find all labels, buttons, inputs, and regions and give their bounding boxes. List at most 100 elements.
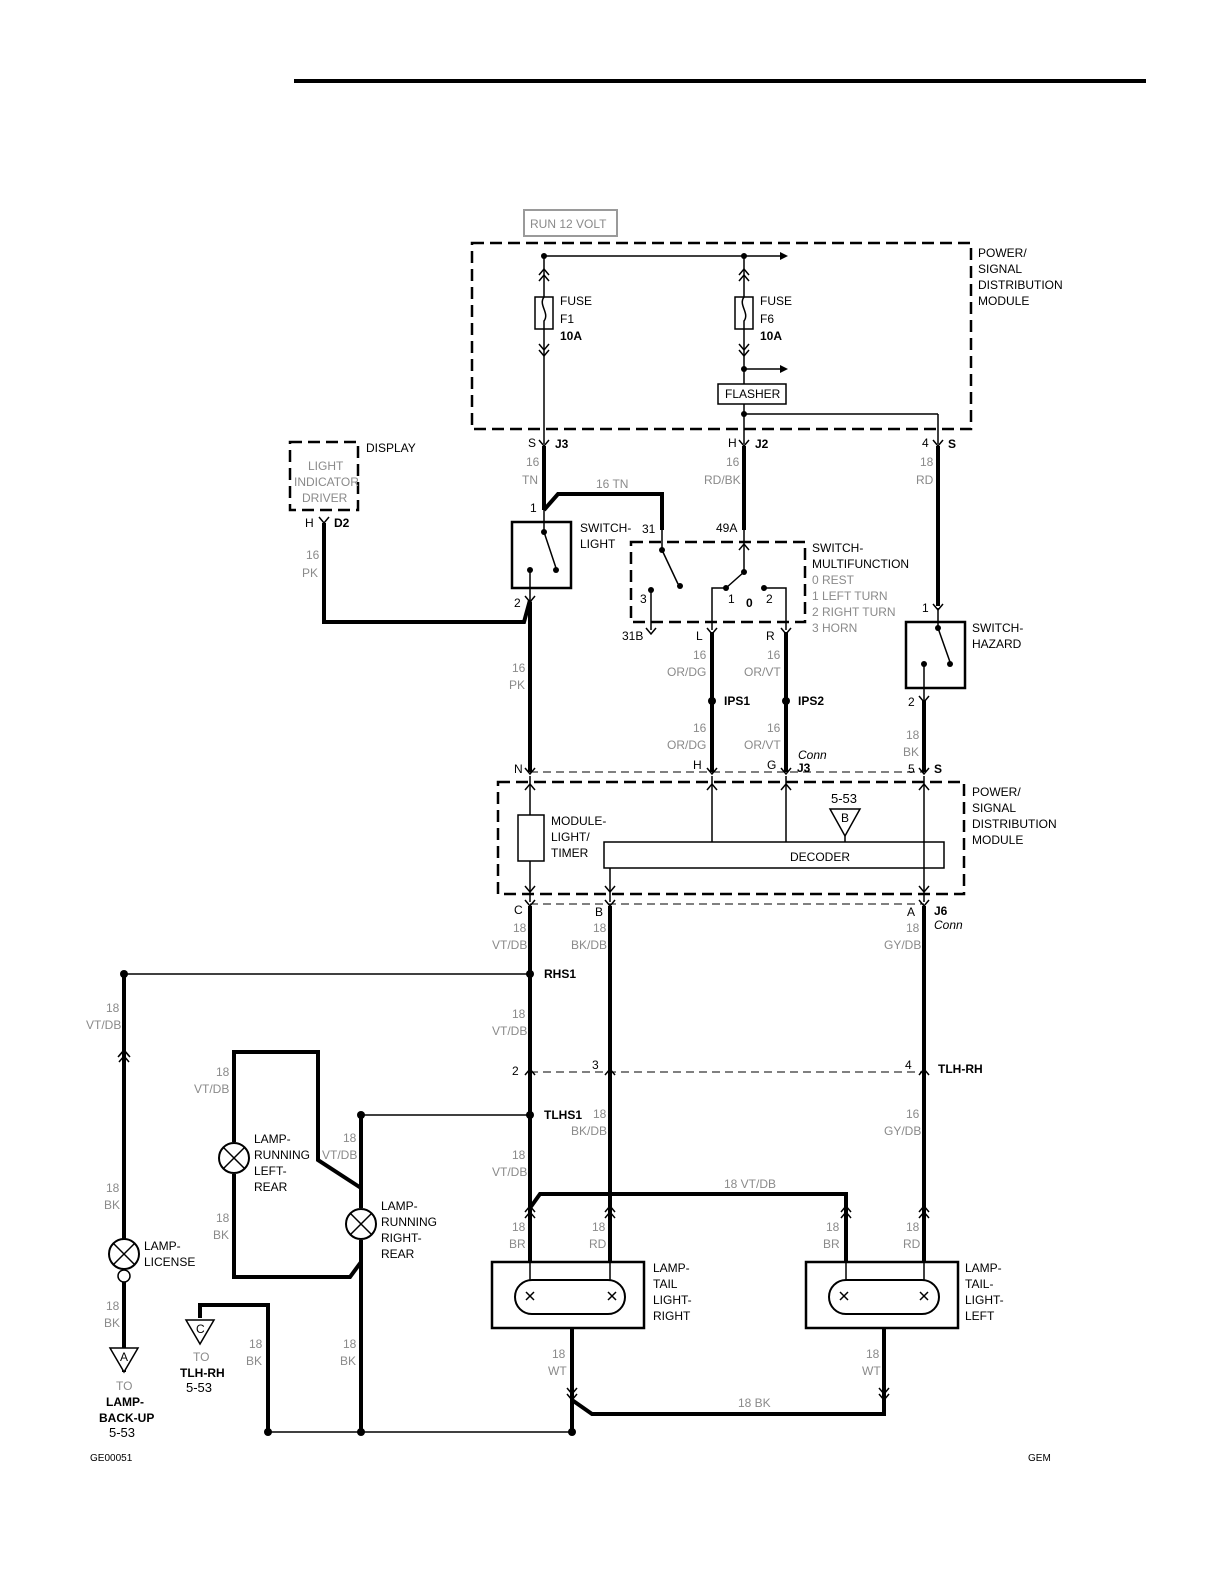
svg-text:LEFT: LEFT (965, 1309, 995, 1323)
connector-j2: J2 (755, 437, 769, 451)
svg-text:LICENSE: LICENSE (144, 1255, 195, 1269)
chevron-up-icon (780, 782, 792, 791)
chevron-up-icon (738, 267, 750, 282)
chevron-up-icon (706, 782, 718, 791)
svg-text:3: 3 (592, 1058, 599, 1072)
svg-text:BK: BK (246, 1354, 262, 1368)
svg-text:18: 18 (343, 1131, 357, 1145)
svg-text:SWITCH-: SWITCH- (972, 621, 1023, 635)
svg-text:LAMP-: LAMP- (106, 1395, 144, 1409)
svg-text:18 BK: 18 BK (738, 1396, 771, 1410)
svg-text:LIGHT-: LIGHT- (653, 1293, 692, 1307)
chevron-down-icon (538, 343, 550, 358)
svg-text:WT: WT (548, 1364, 567, 1378)
svg-text:10A: 10A (560, 329, 582, 343)
chevron-down-icon (604, 885, 616, 894)
svg-text:18: 18 (106, 1001, 120, 1015)
svg-text:VT/DB: VT/DB (492, 938, 527, 952)
switch-hazard (904, 620, 967, 690)
psdm-top-label-1: POWER/ (978, 246, 1027, 260)
figure-code: GE00051 (90, 1453, 133, 1464)
svg-text:L: L (696, 629, 703, 643)
svg-text:RIGHT-: RIGHT- (381, 1231, 422, 1245)
svg-text:18: 18 (593, 1107, 607, 1121)
psdm-top-label-4: MODULE (978, 294, 1029, 308)
svg-text:18: 18 (216, 1065, 230, 1079)
svg-text:3 HORN: 3 HORN (812, 621, 857, 635)
svg-text:RUNNING: RUNNING (381, 1215, 437, 1229)
tail-light-right-bulb (514, 1279, 626, 1315)
svg-text:B: B (595, 905, 603, 919)
svg-text:16: 16 (767, 648, 781, 662)
svg-text:WT: WT (862, 1364, 881, 1378)
chevron-down-icon (645, 627, 657, 636)
svg-text:BR: BR (509, 1237, 526, 1251)
svg-text:BK: BK (903, 745, 919, 759)
bulb-icon (222, 1146, 246, 1170)
svg-text:16: 16 (526, 455, 540, 469)
chevron-up-icon (524, 782, 536, 791)
svg-text:IPS1: IPS1 (724, 694, 750, 708)
svg-text:S: S (528, 436, 536, 450)
run-12-volt-label: RUN 12 VOLT (530, 217, 607, 231)
chevron-down-icon (738, 343, 750, 358)
bulb-icon (112, 1242, 136, 1266)
svg-text:18 VT/DB: 18 VT/DB (724, 1177, 776, 1191)
svg-text:1 LEFT TURN: 1 LEFT TURN (812, 589, 888, 603)
svg-text:1: 1 (922, 601, 929, 615)
svg-text:18: 18 (866, 1347, 880, 1361)
svg-text:49A: 49A (716, 521, 737, 535)
svg-text:18: 18 (906, 921, 920, 935)
svg-text:TIMER: TIMER (551, 846, 589, 860)
svg-text:1: 1 (728, 592, 735, 606)
connector-j6: J6 (934, 904, 948, 918)
svg-text:2 RIGHT TURN: 2 RIGHT TURN (812, 605, 896, 619)
svg-text:F1: F1 (560, 312, 574, 326)
svg-text:LIGHT/: LIGHT/ (551, 830, 590, 844)
filament-icon (839, 1291, 929, 1301)
svg-text:SIGNAL: SIGNAL (972, 801, 1016, 815)
svg-text:VT/DB: VT/DB (492, 1024, 527, 1038)
svg-text:LAMP-: LAMP- (381, 1199, 418, 1213)
svg-text:5-53: 5-53 (831, 791, 857, 806)
svg-text:2: 2 (514, 596, 521, 610)
svg-text:18: 18 (216, 1211, 230, 1225)
chevron-down-icon (918, 885, 930, 894)
svg-text:BK/DB: BK/DB (571, 1124, 607, 1138)
svg-text:LIGHT: LIGHT (580, 537, 616, 551)
tail-light-left-bulb (828, 1279, 940, 1315)
svg-text:RHS1: RHS1 (544, 967, 576, 981)
svg-text:TO: TO (116, 1379, 132, 1393)
svg-text:16 TN: 16 TN (596, 477, 628, 491)
svg-text:OR/VT: OR/VT (744, 665, 781, 679)
ground-splice (568, 1428, 576, 1436)
svg-text:16: 16 (767, 721, 781, 735)
svg-text:TLH-RH: TLH-RH (180, 1366, 225, 1380)
ref-a-triangle (108, 1347, 140, 1374)
svg-text:Conn: Conn (798, 748, 827, 762)
decoder-label: DECODER (790, 850, 850, 864)
svg-text:Conn: Conn (934, 918, 963, 932)
svg-text:SWITCH-: SWITCH- (580, 521, 631, 535)
svg-text:MODULE-: MODULE- (551, 814, 606, 828)
flasher-box (717, 383, 787, 405)
svg-text:BR: BR (823, 1237, 840, 1251)
svg-text:N: N (514, 762, 523, 776)
svg-text:H: H (728, 436, 737, 450)
svg-text:1: 1 (530, 501, 537, 515)
svg-text:LIGHT: LIGHT (308, 459, 344, 473)
svg-text:LAMP-: LAMP- (144, 1239, 181, 1253)
ref-c-triangle (184, 1319, 216, 1346)
svg-text:0: 0 (746, 596, 753, 610)
svg-text:2: 2 (512, 1064, 519, 1078)
switch-multifunction (629, 540, 807, 624)
display-light-indicator-driver (288, 440, 360, 512)
svg-text:18: 18 (513, 921, 527, 935)
svg-text:TAIL-: TAIL- (965, 1277, 993, 1291)
svg-text:18: 18 (552, 1347, 566, 1361)
fuse-icon (541, 296, 547, 329)
svg-text:18: 18 (106, 1181, 120, 1195)
svg-text:5-53: 5-53 (186, 1380, 212, 1395)
connector-s-bottom: S (934, 762, 942, 776)
